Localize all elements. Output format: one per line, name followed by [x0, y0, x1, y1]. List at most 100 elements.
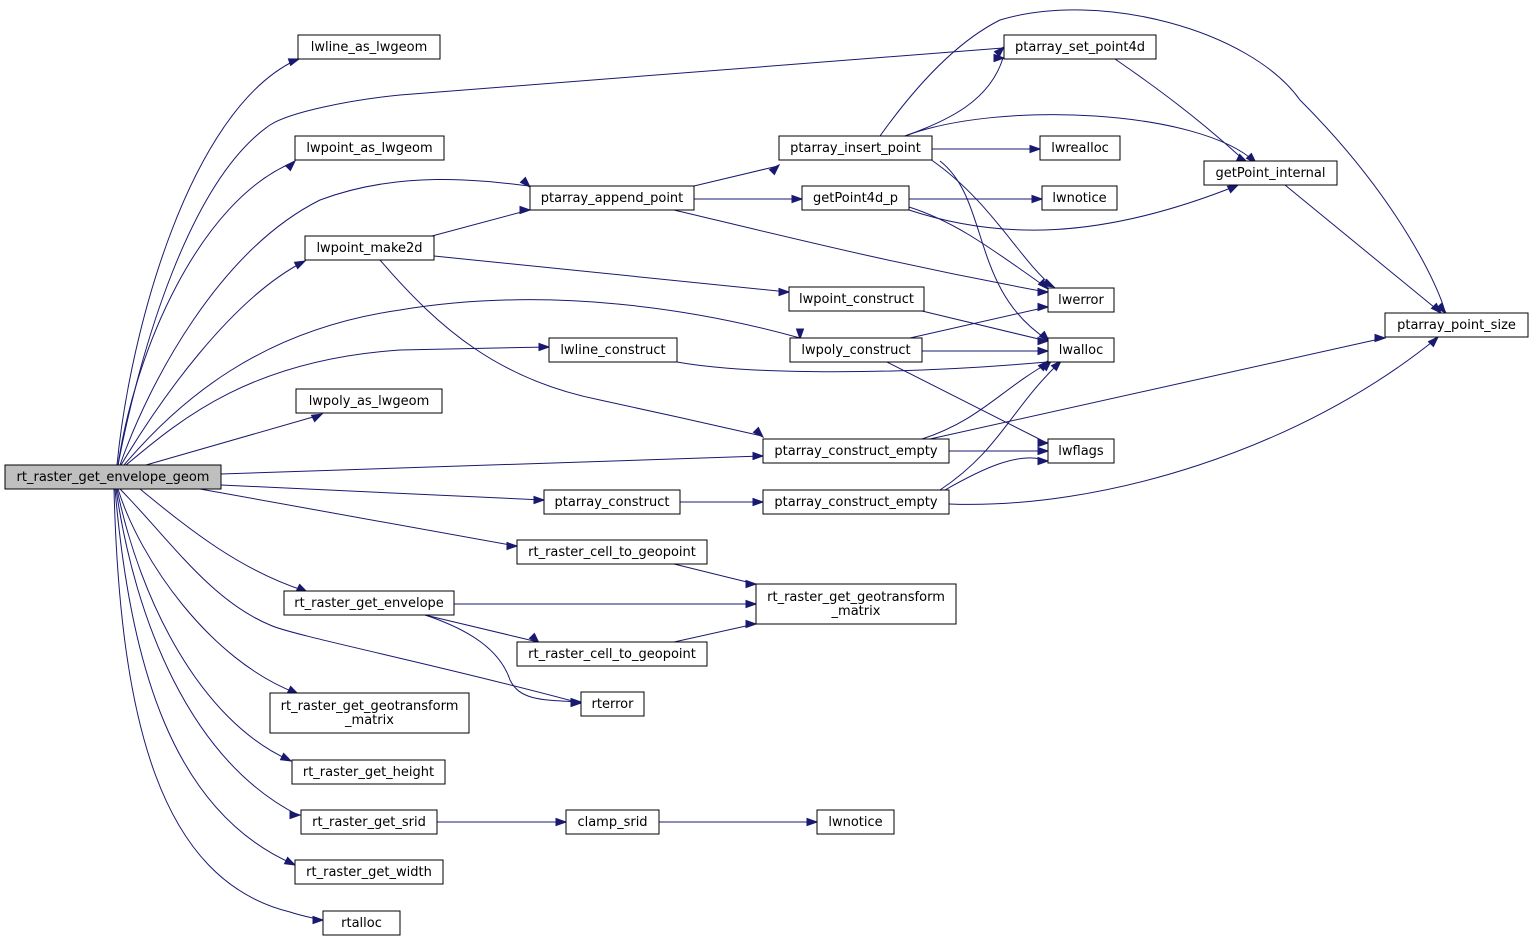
function-node[interactable]: rt_raster_get_height	[291, 759, 446, 785]
node-label: lwpoint_construct	[799, 292, 914, 307]
function-node[interactable]: ptarray_insert_point	[778, 135, 933, 161]
node-box	[297, 34, 441, 60]
function-node[interactable]: lwpoint_make2d	[304, 235, 435, 261]
call-edge	[117, 488, 297, 694]
node-box	[322, 910, 401, 936]
function-node[interactable]: lwflags	[1047, 438, 1115, 464]
call-edge	[1284, 184, 1441, 313]
function-node[interactable]: lwrealloc	[1039, 135, 1121, 161]
edge-arrowhead	[519, 176, 532, 189]
call-edge	[220, 455, 763, 475]
root-function-node[interactable]: rt_raster_get_envelope_geom	[4, 464, 222, 490]
function-node[interactable]: ptarray_construct_empty	[762, 438, 950, 464]
edge-arrowhead	[1037, 346, 1050, 356]
node-label: _matrix	[344, 713, 394, 728]
call-edge	[120, 261, 304, 466]
function-node[interactable]: rtalloc	[322, 910, 401, 936]
function-node[interactable]: lwline_construct	[548, 337, 678, 363]
node-box	[269, 692, 470, 734]
edge-arrowhead	[1037, 278, 1050, 291]
edge-arrowhead	[752, 451, 765, 461]
function-node[interactable]: lwerror	[1047, 287, 1115, 313]
function-node[interactable]: rt_raster_get_envelope	[283, 590, 455, 616]
call-edge	[673, 209, 1047, 293]
call-edge	[673, 563, 756, 585]
node-box	[300, 809, 438, 835]
call-edge	[909, 306, 1048, 339]
function-node[interactable]: clamp_srid	[565, 809, 660, 835]
function-node[interactable]: ptarray_construct	[543, 489, 681, 515]
edge-arrowhead	[1037, 438, 1050, 448]
node-label: ptarray_insert_point	[790, 141, 921, 156]
node-box	[291, 759, 446, 785]
node-label: rt_raster_cell_to_geopoint	[528, 545, 696, 560]
node-label: rterror	[592, 697, 635, 712]
function-node[interactable]: lwpoly_construct	[789, 337, 923, 363]
node-label: lwalloc	[1059, 343, 1104, 358]
edge-arrowhead	[1037, 456, 1050, 466]
edge-arrowhead	[310, 413, 324, 423]
call-edge	[879, 9, 1446, 313]
call-edge	[117, 161, 295, 466]
edge-arrowhead	[570, 697, 583, 707]
call-edge	[125, 346, 549, 466]
edge-arrowhead	[745, 619, 758, 629]
node-label: lwline_construct	[560, 343, 665, 358]
node-label: rt_raster_get_geotransform	[767, 590, 945, 605]
call-edge	[431, 209, 530, 237]
node-label: rt_raster_cell_to_geopoint	[528, 647, 696, 662]
edge-arrowhead	[806, 817, 819, 827]
node-box	[1003, 34, 1157, 60]
edge-arrowhead	[791, 194, 804, 204]
call-edge	[676, 361, 1048, 373]
node-label: ptarray_construct	[555, 495, 670, 510]
edge-arrowhead	[1029, 144, 1042, 154]
node-box	[778, 135, 933, 161]
call-edges	[113, 9, 1448, 925]
edge-arrowhead	[283, 856, 297, 866]
function-node[interactable]: rt_raster_get_width	[294, 859, 444, 885]
function-node[interactable]: rt_raster_cell_to_geopoint	[516, 641, 708, 667]
call-edge	[424, 614, 581, 703]
node-label: lwpoint_make2d	[316, 241, 422, 256]
edge-arrowhead	[538, 342, 551, 352]
function-node[interactable]: getPoint4d_p	[801, 185, 910, 211]
call-edge	[908, 206, 1048, 289]
node-box	[1047, 287, 1115, 313]
node-label: rt_raster_get_width	[306, 865, 432, 880]
edge-arrowhead	[555, 817, 568, 827]
call-edge	[117, 47, 1004, 466]
node-box	[1203, 160, 1338, 186]
node-label: ptarray_construct_empty	[774, 495, 937, 510]
call-edge	[948, 337, 1438, 505]
function-node[interactable]: rt_raster_cell_to_geopoint	[516, 539, 708, 565]
call-edge	[944, 457, 1048, 491]
edge-arrowhead	[287, 58, 301, 67]
function-node[interactable]: lwpoly_as_lwgeom	[295, 388, 443, 414]
edge-arrowhead	[312, 915, 325, 925]
function-node[interactable]: getPoint_internal	[1203, 160, 1338, 186]
node-label: rt_raster_get_geotransform	[281, 699, 459, 714]
function-node[interactable]: rt_raster_get_geotransform_matrix	[269, 692, 470, 734]
node-label: lwpoly_construct	[801, 343, 910, 358]
function-node[interactable]: lwpoint_as_lwgeom	[294, 135, 445, 161]
node-box	[1047, 337, 1115, 363]
function-node[interactable]: rterror	[580, 691, 645, 717]
function-node[interactable]: ptarray_construct_empty	[762, 489, 950, 515]
node-box	[1041, 185, 1118, 211]
function-node[interactable]: ptarray_point_size	[1384, 312, 1529, 338]
function-node[interactable]: rt_raster_get_srid	[300, 809, 438, 835]
function-node[interactable]: lwnotice	[1041, 185, 1118, 211]
node-box	[294, 859, 444, 885]
node-label: getPoint_internal	[1215, 166, 1325, 181]
function-node[interactable]: lwline_as_lwgeom	[297, 34, 441, 60]
function-node[interactable]: lwnotice	[816, 809, 895, 835]
function-node[interactable]: rt_raster_get_geotransform_matrix	[755, 583, 957, 625]
function-node[interactable]: ptarray_append_point	[529, 185, 695, 211]
function-node[interactable]: lwpoint_construct	[788, 286, 925, 312]
edge-arrowhead	[752, 497, 765, 507]
call-edge	[424, 614, 539, 643]
function-node[interactable]: ptarray_set_point4d	[1003, 34, 1157, 60]
call-edge	[908, 185, 1237, 231]
function-node[interactable]: lwalloc	[1047, 337, 1115, 363]
